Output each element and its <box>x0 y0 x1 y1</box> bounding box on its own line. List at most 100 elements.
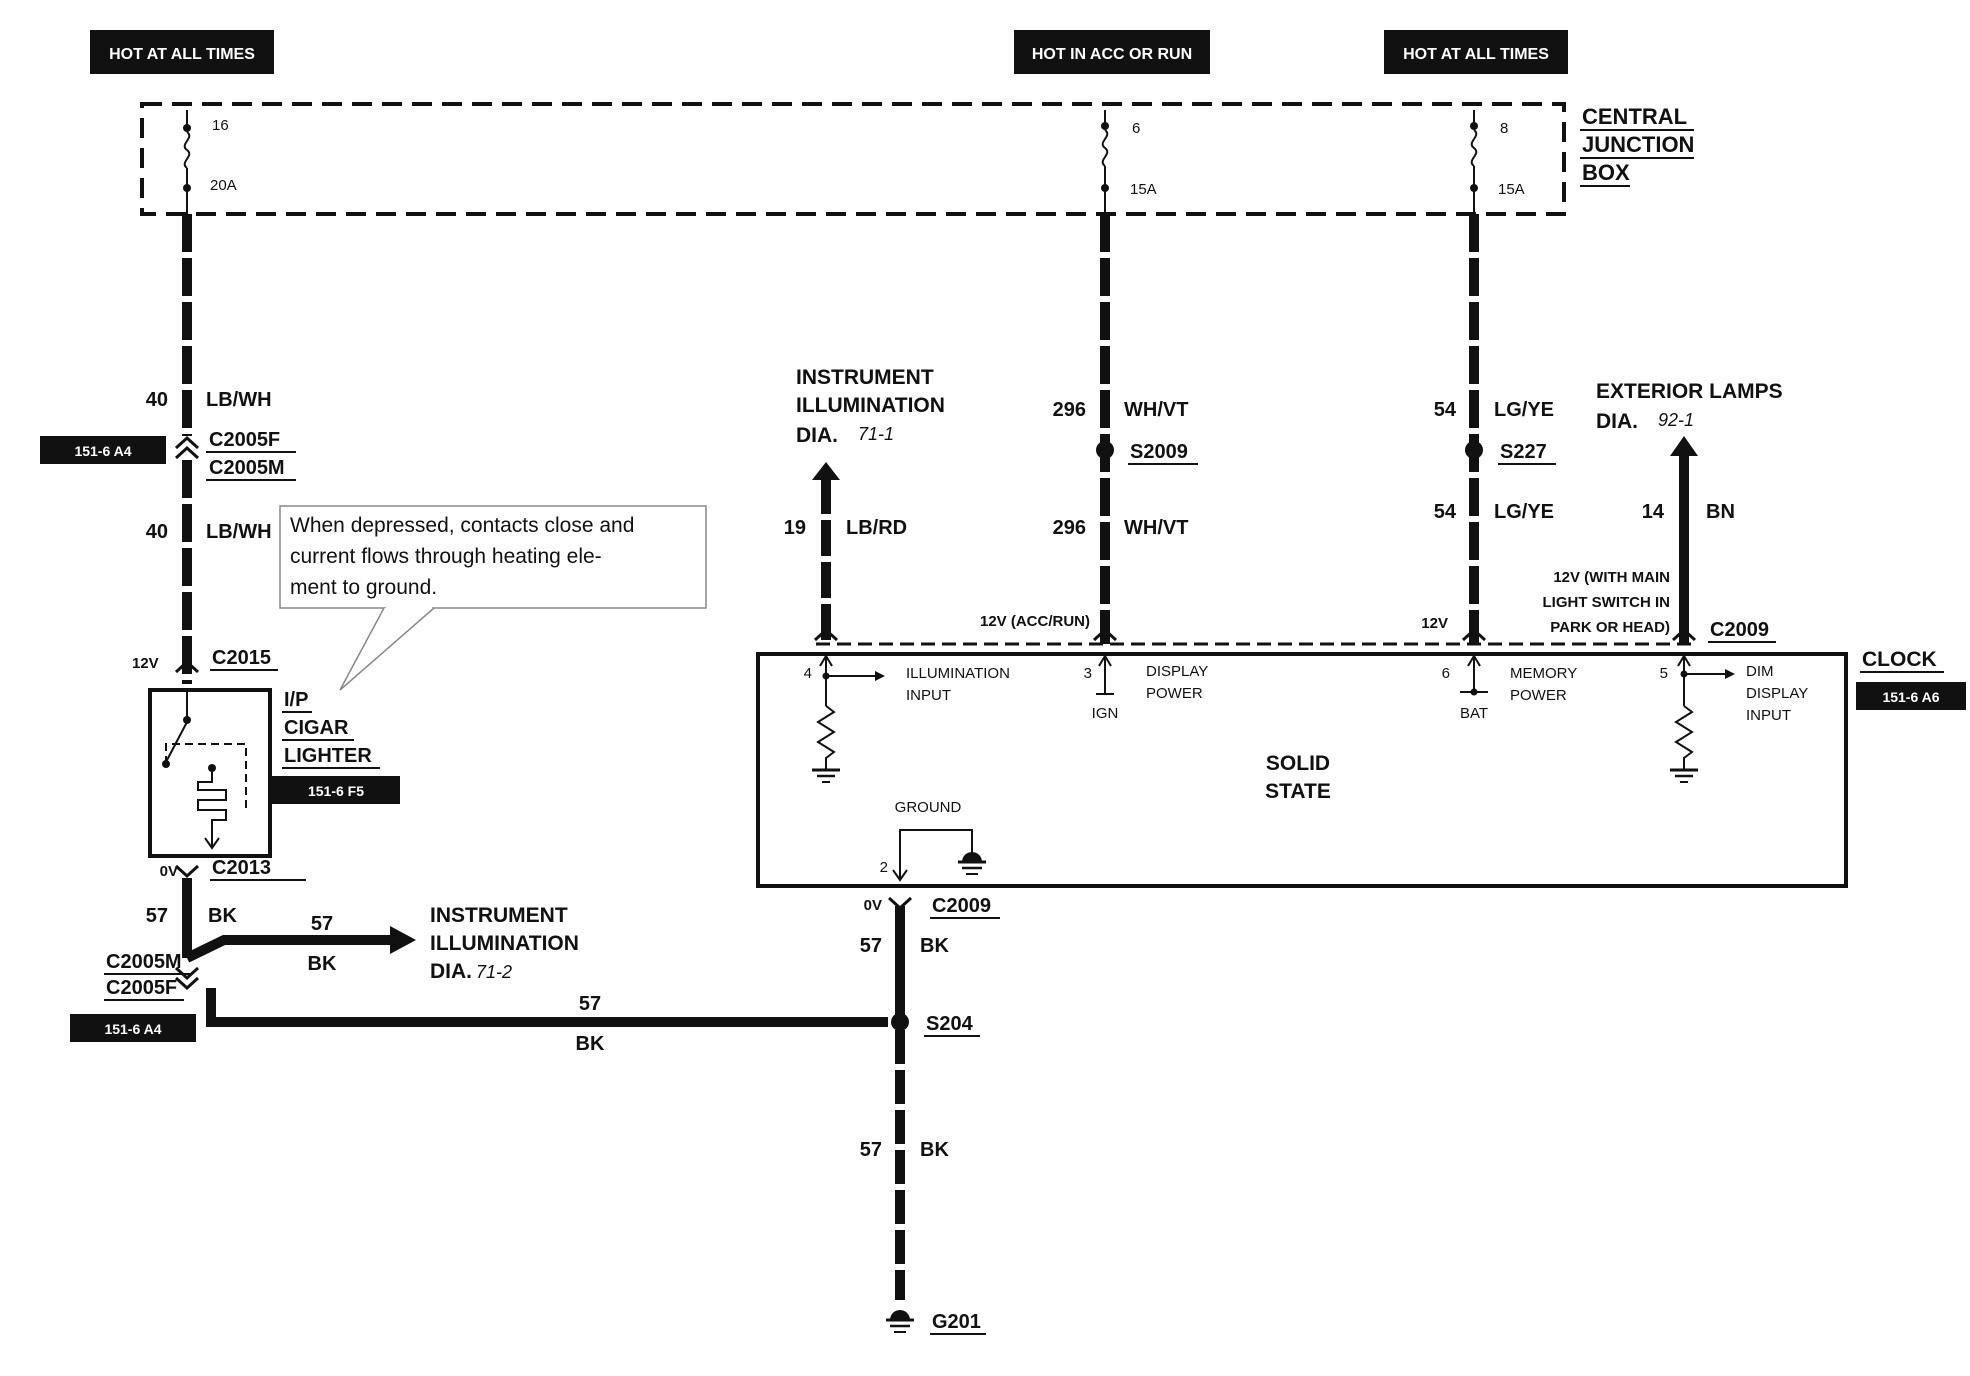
svg-text:POWER: POWER <box>1510 687 1567 704</box>
exterior-label-1: EXTERIOR LAMPS <box>1596 380 1783 403</box>
svg-text:3: 3 <box>1084 665 1092 682</box>
lighter-label-3: LIGHTER <box>284 745 372 767</box>
illum-dest-label-1: INSTRUMENT <box>430 904 568 927</box>
illum-out-ref: 71-1 <box>858 424 894 444</box>
power-label-right: HOT AT ALL TIMES <box>1384 30 1568 74</box>
power-label-mid: HOT IN ACC OR RUN <box>1014 30 1210 74</box>
ref-tag-151-6-a4-lower: 151-6 A4 <box>70 1014 196 1042</box>
exterior-note-3: PARK OR HEAD) <box>1550 619 1670 636</box>
connector-c2015: C2015 <box>212 647 271 669</box>
svg-text:15A: 15A <box>1130 181 1157 198</box>
branch-wire-color: BK <box>308 953 337 975</box>
voltage-0v-clock: 0V <box>864 897 882 914</box>
svg-text:16: 16 <box>212 117 229 134</box>
horiz-wire-color: BK <box>576 1033 605 1055</box>
connector-c2005m: C2005M <box>209 457 285 479</box>
wire-296-color-2: WH/VT <box>1124 517 1188 539</box>
lighter-label-1: I/P <box>284 689 308 711</box>
svg-text:151-6 A4: 151-6 A4 <box>104 1021 161 1037</box>
connector-c2005f: C2005F <box>209 429 280 451</box>
pin-4-illumination-input: 4 ILLUMINATION INPUT <box>804 654 1010 783</box>
wire-57-g201-number: 57 <box>860 1139 882 1161</box>
svg-text:POWER: POWER <box>1146 685 1203 702</box>
ref-tag-151-6-a4: 151-6 A4 <box>40 436 166 464</box>
illum-dest-label-2: ILLUMINATION <box>430 932 579 955</box>
splice-s227-dot <box>1465 441 1483 459</box>
branch-wire-number: 57 <box>311 913 333 935</box>
illum-dest-ref: 71-2 <box>476 962 512 982</box>
svg-text:BAT: BAT <box>1460 705 1488 722</box>
clock-title: CLOCK <box>1862 648 1937 671</box>
ref-tag-151-6-f5: 151-6 F5 <box>272 776 400 804</box>
junction-box-title-2: JUNCTION <box>1582 132 1694 157</box>
splice-s204-dot <box>891 1013 909 1031</box>
clock-internal-ground: GROUND 2 <box>880 799 986 882</box>
connector-c2009-clock: C2009 <box>1710 619 1769 641</box>
svg-text:151-6 F5: 151-6 F5 <box>308 783 364 799</box>
lighter-label-2: CIGAR <box>284 717 349 739</box>
callout-note: When depressed, contacts close and curre… <box>279 505 707 691</box>
svg-text:DIM: DIM <box>1746 663 1774 680</box>
svg-text:HOT IN ACC OR RUN: HOT IN ACC OR RUN <box>1032 46 1192 63</box>
wire-57-horizontal <box>206 988 888 1027</box>
svg-text:INPUT: INPUT <box>906 687 951 704</box>
ground-g201: G201 <box>932 1311 981 1333</box>
pin-3-display-power: 3 DISPLAY POWER IGN <box>1084 654 1208 722</box>
exterior-note-2: LIGHT SWITCH IN <box>1543 594 1671 611</box>
wire-40-color: LB/WH <box>206 389 272 411</box>
svg-text:MEMORY: MEMORY <box>1510 665 1577 682</box>
callout-line-1: When depressed, contacts close and <box>290 514 634 537</box>
clock-solid-state-2: STATE <box>1265 780 1331 803</box>
exterior-label-2: DIA. <box>1596 410 1638 433</box>
pin-5-dim-display-input: 5 DIM DISPLAY INPUT <box>1660 654 1808 783</box>
voltage-12v-lighter: 12V <box>132 655 159 672</box>
wire-19-color: LB/RD <box>846 517 907 539</box>
clock-solid-state-1: SOLID <box>1266 752 1330 775</box>
wire-19-number: 19 <box>784 517 806 539</box>
wire-296-number: 296 <box>1053 399 1086 421</box>
wire-54-number: 54 <box>1434 399 1457 421</box>
wire-40-number: 40 <box>146 389 168 411</box>
svg-text:15A: 15A <box>1498 181 1525 198</box>
illum-out-label-1: INSTRUMENT <box>796 366 934 389</box>
illum-out-label-2: ILLUMINATION <box>796 394 945 417</box>
fuse-16: 16 20A <box>183 110 237 214</box>
voltage-12v-memory: 12V <box>1421 615 1448 632</box>
wire-54-number-2: 54 <box>1434 501 1457 523</box>
svg-text:DISPLAY: DISPLAY <box>1746 685 1808 702</box>
svg-text:6: 6 <box>1132 120 1140 137</box>
wire-14-number: 14 <box>1642 501 1665 523</box>
clock-module <box>756 652 1848 888</box>
illum-dest-label-3: DIA. <box>430 960 472 983</box>
junction-box-title-3: BOX <box>1582 160 1630 185</box>
svg-text:HOT AT ALL TIMES: HOT AT ALL TIMES <box>109 46 255 63</box>
wire-57-g201-color: BK <box>920 1139 949 1161</box>
horiz-wire-number: 57 <box>579 993 601 1015</box>
clock-ground-label: GROUND <box>895 799 962 816</box>
illum-out-label-3: DIA. <box>796 424 838 447</box>
connector-c2005m-lower: C2005M <box>106 951 182 973</box>
ref-tag-151-6-a6: 151-6 A6 <box>1856 682 1966 710</box>
exterior-ref: 92-1 <box>1658 410 1694 430</box>
svg-text:DISPLAY: DISPLAY <box>1146 663 1208 680</box>
junction-box-title-1: CENTRAL <box>1582 104 1687 129</box>
svg-text:INPUT: INPUT <box>1746 707 1791 724</box>
connector-c2009-ground: C2009 <box>932 895 991 917</box>
callout-line-3: ment to ground. <box>290 576 437 599</box>
voltage-acc-run: 12V (ACC/RUN) <box>980 613 1090 630</box>
wire-296-color: WH/VT <box>1124 399 1188 421</box>
connector-c2005-symbol <box>174 435 200 460</box>
svg-text:IGN: IGN <box>1092 705 1119 722</box>
pin-6-memory-power: 6 MEMORY POWER BAT <box>1442 654 1577 722</box>
svg-text:4: 4 <box>804 665 812 682</box>
voltage-0v-lighter: 0V <box>160 863 178 880</box>
svg-text:5: 5 <box>1660 665 1668 682</box>
exterior-note-1: 12V (WITH MAIN <box>1553 569 1670 586</box>
wire-40-number-2: 40 <box>146 521 168 543</box>
ground-g201-symbol <box>886 1310 914 1333</box>
splice-s2009: S2009 <box>1130 441 1188 463</box>
callout-line-2: current flows through heating ele- <box>290 545 602 568</box>
wire-57-clock-number: 57 <box>860 935 882 957</box>
svg-text:HOT AT ALL TIMES: HOT AT ALL TIMES <box>1403 46 1549 63</box>
